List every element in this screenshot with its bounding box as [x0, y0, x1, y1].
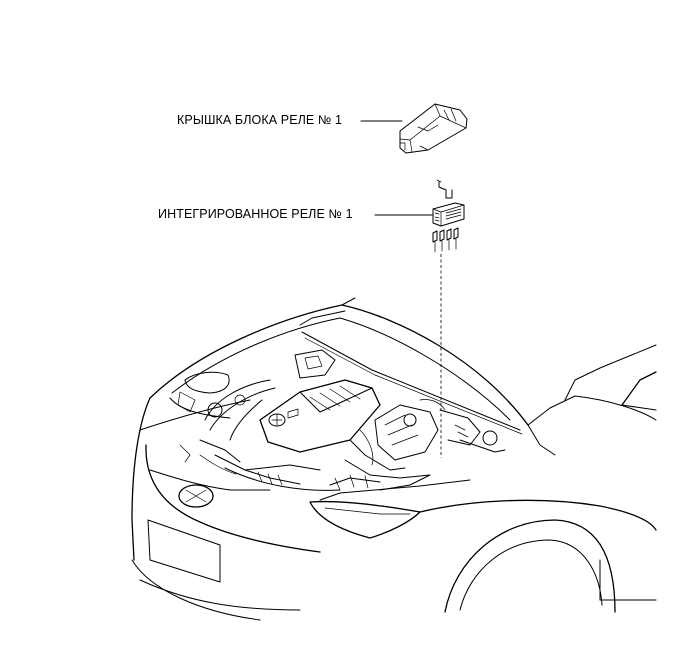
relay-terminals: [432, 227, 459, 253]
relay-connector-part: [436, 179, 453, 199]
car-body: [131, 297, 657, 621]
integrated-relay-label: ИНТЕГРИРОВАННОЕ РЕЛЕ № 1: [158, 207, 353, 221]
relay-block-cover-part: [399, 103, 468, 154]
integrated-relay-part: [432, 202, 465, 227]
relay-block-cover-label: КРЫШКА БЛОКА РЕЛЕ № 1: [177, 113, 343, 127]
engine-compartment: [177, 349, 506, 491]
